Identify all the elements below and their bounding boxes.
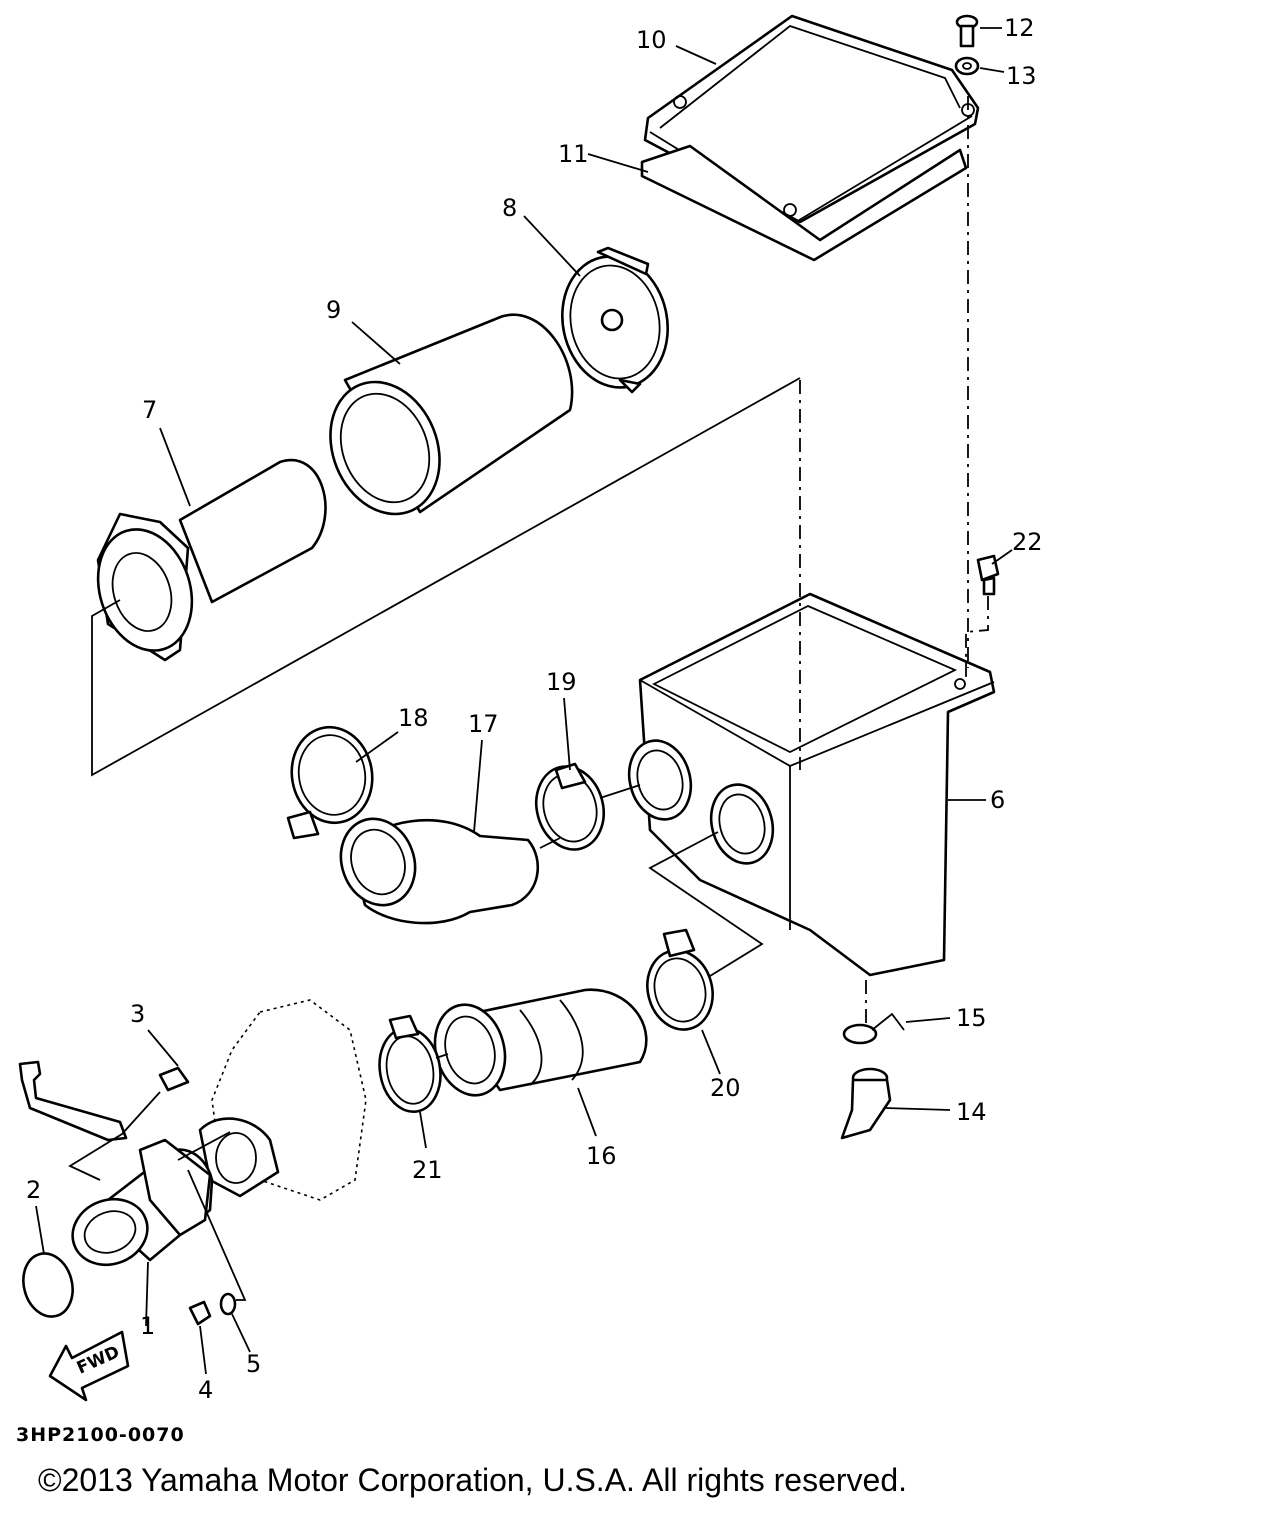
part-8-filter-cap: [561, 246, 669, 394]
part-14-drain: [840, 1067, 892, 1140]
copyright-notice: ©2013 Yamaha Motor Corporation, U.S.A. A…: [38, 1462, 908, 1498]
callout-1: 1: [140, 1312, 155, 1340]
part-5-lockwasher: [219, 1292, 237, 1316]
callout-15: 15: [956, 1004, 987, 1032]
part-19-clamp: [535, 762, 605, 851]
part-17-elbow-hose: [339, 817, 540, 925]
exploded-parts-diagram: FWD: [18, 14, 1043, 1404]
part-6-airbox: [627, 592, 996, 977]
part-4-nut: [188, 1300, 212, 1326]
callouts: 10 11 8 9 7 12 13 22 6 18 17 19 20 16 21…: [26, 14, 1043, 1404]
part-1-carb-joint: [71, 1138, 214, 1267]
bracket: [18, 1060, 128, 1142]
callout-18: 18: [398, 704, 429, 732]
callout-7: 7: [142, 396, 157, 424]
part-2-o-ring: [22, 1252, 74, 1318]
callout-11: 11: [558, 140, 589, 168]
callout-5: 5: [246, 1350, 261, 1378]
part-3-bolt: [158, 1066, 190, 1092]
part-22-bolt: [976, 554, 1000, 596]
callout-6: 6: [990, 786, 1005, 814]
fwd-arrow: FWD: [48, 1330, 130, 1402]
part-11-gasket: [640, 144, 968, 262]
part-16-joint-hose: [433, 988, 648, 1097]
part-15-clip: [842, 1012, 905, 1045]
callout-21: 21: [412, 1156, 443, 1184]
callout-3: 3: [130, 1000, 145, 1028]
callout-9: 9: [326, 296, 341, 324]
callout-16: 16: [586, 1142, 617, 1170]
part-7-element: [96, 458, 327, 662]
callout-20: 20: [710, 1074, 741, 1102]
callout-10: 10: [636, 26, 667, 54]
callout-19: 19: [546, 668, 577, 696]
callout-17: 17: [468, 710, 499, 738]
part-9-outer-filter: [329, 313, 574, 516]
part-21-clamp: [378, 1014, 442, 1113]
part-12-screw: [955, 14, 979, 48]
callout-13: 13: [1006, 62, 1037, 90]
callout-2: 2: [26, 1176, 41, 1204]
drawing-code: 3HP2100-0070: [16, 1424, 185, 1446]
leader-lines: [35, 27, 1013, 1375]
engine-section: [198, 999, 367, 1201]
part-18-clamp: [286, 725, 374, 840]
callout-22: 22: [1012, 528, 1043, 556]
part-20-clamp: [646, 928, 714, 1031]
callout-14: 14: [956, 1098, 987, 1126]
callout-8: 8: [502, 194, 517, 222]
callout-12: 12: [1004, 14, 1035, 42]
part-13-washer: [954, 56, 980, 76]
assembly-lines: [68, 96, 989, 1301]
callout-4: 4: [198, 1376, 213, 1404]
